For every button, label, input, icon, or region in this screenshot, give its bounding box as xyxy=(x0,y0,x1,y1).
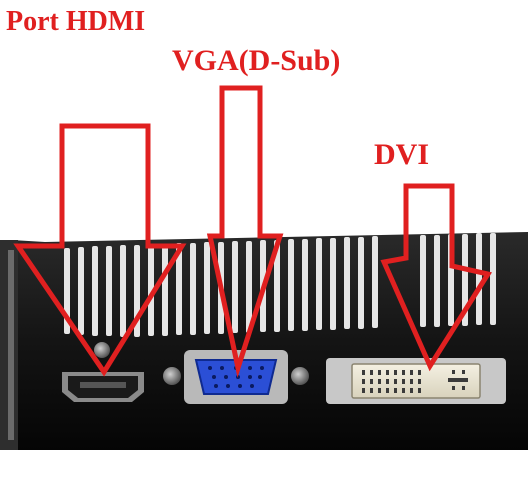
vga-label: VGA(D-Sub) xyxy=(172,44,341,77)
dvi-arrow xyxy=(380,183,493,372)
vga-arrow xyxy=(206,85,284,378)
ventilation-slots xyxy=(64,233,496,337)
site-watermark: kak-chto-gde.ru xyxy=(192,452,338,473)
dvi-port xyxy=(326,358,506,404)
dvi-label: DVI xyxy=(374,138,430,171)
vga-port xyxy=(163,350,309,404)
hdmi-label: Port HDMI xyxy=(6,6,146,37)
hdmi-port xyxy=(62,342,144,402)
hdmi-arrow xyxy=(13,123,187,377)
